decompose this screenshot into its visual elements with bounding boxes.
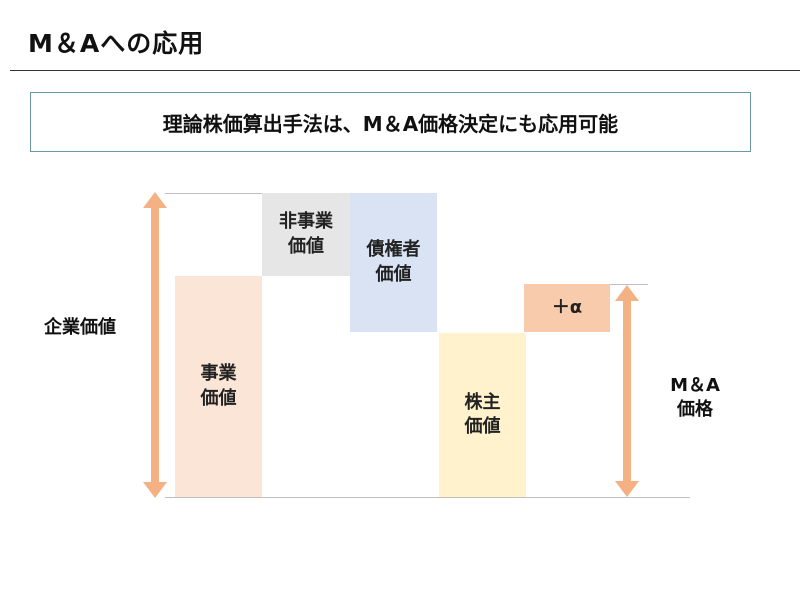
block-label: 価値 bbox=[288, 235, 324, 257]
key-message: 理論株価算出手法は、M＆A価格決定にも応用可能 bbox=[162, 111, 619, 136]
creditor-value-block: 債権者価値 bbox=[350, 193, 437, 332]
slide-title: M＆Aへの応用 bbox=[28, 29, 205, 58]
block-label: 非事業 bbox=[279, 211, 333, 233]
block-label: 株主 bbox=[464, 391, 501, 413]
block-label: 価値 bbox=[200, 387, 237, 409]
block-label: 価値 bbox=[375, 263, 412, 285]
baseline bbox=[165, 497, 690, 498]
non-business-value-block: 非事業価値 bbox=[262, 193, 350, 276]
title-divider bbox=[10, 70, 800, 71]
block-label: ＋α bbox=[551, 296, 583, 318]
block-label: 事業 bbox=[200, 363, 237, 385]
business-value-block: 事業価値 bbox=[175, 276, 262, 497]
block-label: 価格 bbox=[677, 399, 713, 421]
key-message-box: 理論株価算出手法は、M＆A価格決定にも応用可能 bbox=[30, 92, 751, 152]
premium-alpha-block: ＋α bbox=[524, 284, 610, 332]
block-label: 価値 bbox=[464, 416, 501, 437]
block-label: M＆A bbox=[670, 375, 720, 396]
enterprise-value-arrow-icon bbox=[143, 192, 167, 498]
ma-price-arrow-icon bbox=[615, 285, 639, 497]
enterprise-value-label: 企業価値 bbox=[44, 317, 116, 338]
block-label: 債権者 bbox=[366, 239, 421, 261]
shareholder-value-block: 株主価値 bbox=[439, 333, 526, 497]
ma-price-label: M＆A 価格 bbox=[660, 374, 730, 423]
